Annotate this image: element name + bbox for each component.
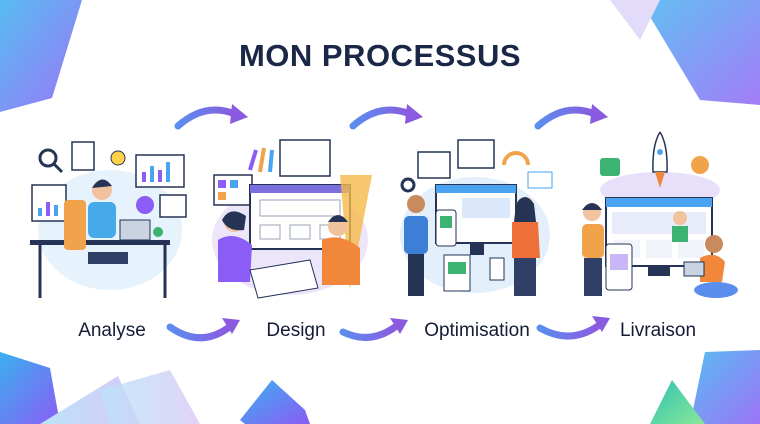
wireframe-design-illustration [212, 139, 372, 299]
decor-shape [0, 352, 60, 424]
bottom-arrow [166, 322, 602, 342]
decor-shape [0, 0, 82, 112]
page-title: MON PROCESSUS [238, 38, 522, 73]
decor-shape [650, 380, 705, 424]
step-label-design: Design [266, 320, 326, 341]
launch-delivery-illustration [582, 131, 738, 298]
arrow-head [390, 318, 408, 334]
decor-shape [100, 370, 200, 424]
decor-shape [640, 0, 760, 105]
step-label-analyse: Analyse [78, 320, 146, 341]
arrow-head [222, 318, 240, 334]
top-arrow [174, 106, 599, 130]
decor-shape [240, 380, 310, 424]
arrow-head [230, 104, 248, 124]
step-label-optimisation: Optimisation [424, 320, 530, 341]
arrow-head [590, 104, 608, 124]
arrow-head [592, 316, 610, 332]
arrow-head [405, 104, 423, 124]
optimization-illustration [400, 139, 553, 296]
decor-shape [690, 350, 760, 424]
data-analysis-illustration [30, 141, 187, 298]
decor-shape [610, 0, 660, 40]
step-label-livraison: Livraison [619, 320, 697, 341]
